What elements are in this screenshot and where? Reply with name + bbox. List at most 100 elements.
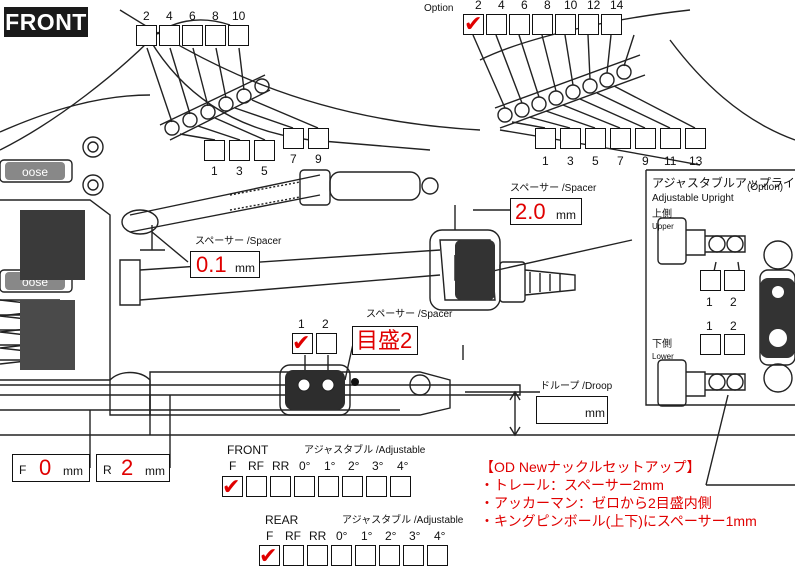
tl-bottom-box[interactable] [204, 140, 225, 161]
ft-box[interactable] [246, 476, 267, 497]
tl-bottom-num: 1 [211, 164, 218, 178]
au-upper-en: Upper [652, 222, 674, 231]
ft-box[interactable] [366, 476, 387, 497]
ride-f-value: 0 [39, 455, 52, 480]
tl-top-box[interactable] [159, 25, 180, 46]
notes-line: ・トレール：スペーサー2mm [480, 477, 664, 493]
tr-top-num: 14 [610, 0, 624, 12]
au-title-jp: アジャスタブルアップライト [652, 176, 795, 190]
ride-f-label: F [19, 463, 27, 477]
spacer-unit: mm [235, 261, 255, 275]
droop-label: ドループ /Droop [540, 381, 613, 392]
rt-col: RF [285, 529, 301, 543]
rt-box[interactable] [283, 545, 304, 566]
au-lower-box[interactable] [700, 334, 721, 355]
spacer-value-box[interactable]: 0.1 mm [190, 251, 260, 278]
ft-box[interactable] [390, 476, 411, 497]
tl-side-box[interactable] [308, 128, 329, 149]
tr-bottom-box[interactable] [585, 128, 606, 149]
pos-check-mark: ✔ [292, 330, 311, 355]
tl-top-box[interactable] [205, 25, 226, 46]
notes-line: ・キングピンボール(上下)にスペーサー1mm [480, 513, 757, 529]
au-upper-num: 1 [706, 295, 713, 309]
ft-box[interactable] [318, 476, 339, 497]
droop-value-box[interactable]: mm [536, 396, 608, 424]
tr-top-box[interactable] [509, 14, 530, 35]
tr-top-num: 8 [544, 0, 551, 12]
au-title-en: Adjustable Upright [652, 193, 734, 204]
au-upper-box[interactable] [700, 270, 721, 291]
pos-box[interactable] [316, 333, 337, 354]
option-label: Option [424, 3, 454, 14]
pos-num: 2 [322, 317, 329, 331]
svg-text:oose: oose [22, 165, 48, 179]
tr-top-box[interactable] [578, 14, 599, 35]
rt-col: 2° [385, 529, 397, 543]
rt-col: 0° [336, 529, 348, 543]
tr-bottom-num: 5 [592, 154, 599, 168]
tr-top-num: 6 [521, 0, 528, 12]
rt-box[interactable] [355, 545, 376, 566]
rt-box[interactable] [403, 545, 424, 566]
ft-box[interactable] [270, 476, 291, 497]
rt-box[interactable] [259, 545, 280, 566]
tr-bottom-box[interactable] [685, 128, 706, 149]
rt-box[interactable] [307, 545, 328, 566]
tr-bottom-box[interactable] [660, 128, 681, 149]
tl-bottom-num: 5 [261, 164, 268, 178]
tr-bottom-box[interactable] [560, 128, 581, 149]
ft-box[interactable] [342, 476, 363, 497]
rt-box[interactable] [331, 545, 352, 566]
tr-top-num: 10 [564, 0, 578, 12]
au-lower-box[interactable] [724, 334, 745, 355]
tr-top-box[interactable] [555, 14, 576, 35]
au-upper-num: 2 [730, 295, 737, 309]
spacer-label: スペーサー /Spacer [195, 236, 282, 247]
tl-bottom-box[interactable] [229, 140, 250, 161]
au-lower-en: Lower [652, 352, 674, 361]
tr-bottom-box[interactable] [635, 128, 656, 149]
ride-r-value: 2 [121, 455, 134, 480]
rt-box[interactable] [427, 545, 448, 566]
tr-bottom-box[interactable] [535, 128, 556, 149]
tr-top-box[interactable] [463, 14, 484, 35]
tl-top-box[interactable] [228, 25, 249, 46]
rt-col: 4° [434, 529, 446, 543]
au-lower-jp: 下側 [652, 339, 672, 350]
tl-top-box[interactable] [182, 25, 203, 46]
au-upper-box[interactable] [724, 270, 745, 291]
tr-top-box[interactable] [532, 14, 553, 35]
ft-col: 1° [324, 459, 336, 473]
tr-top-box[interactable] [601, 14, 622, 35]
rt-box[interactable] [379, 545, 400, 566]
tr-bottom-num: 1 [542, 154, 549, 168]
ride-front-box[interactable]: F 0 mm [12, 454, 90, 482]
ft-col: 0° [299, 459, 311, 473]
tl-side-num: 9 [315, 152, 322, 166]
ride-rear-box[interactable]: R 2 mm [96, 454, 170, 482]
ft-col: RR [272, 459, 290, 473]
ride-f-unit: mm [63, 464, 83, 478]
tr-bottom-box[interactable] [610, 128, 631, 149]
spacer-label: スペーサー /Spacer [366, 309, 453, 320]
spacer-value-box[interactable]: 目盛2 [352, 326, 418, 355]
tl-top-num: 2 [143, 9, 150, 23]
ft-col: 2° [348, 459, 360, 473]
rt-col: RR [309, 529, 327, 543]
ft-col: 3° [372, 459, 384, 473]
rt-check-mark: ✔ [259, 543, 278, 568]
tl-side-box[interactable] [283, 128, 304, 149]
ft-box[interactable] [222, 476, 243, 497]
ride-r-unit: mm [145, 464, 165, 478]
ft-col: F [229, 459, 237, 473]
spacer-value-box[interactable]: 2.0 mm [510, 198, 582, 225]
pos-box[interactable] [292, 333, 313, 354]
tl-top-box[interactable] [136, 25, 157, 46]
au-lower-num: 2 [730, 319, 737, 333]
ft-box[interactable] [294, 476, 315, 497]
tl-bottom-box[interactable] [254, 140, 275, 161]
tr-top-box[interactable] [486, 14, 507, 35]
tl-top-num: 10 [232, 9, 246, 23]
front-tag: FRONT [4, 7, 88, 37]
